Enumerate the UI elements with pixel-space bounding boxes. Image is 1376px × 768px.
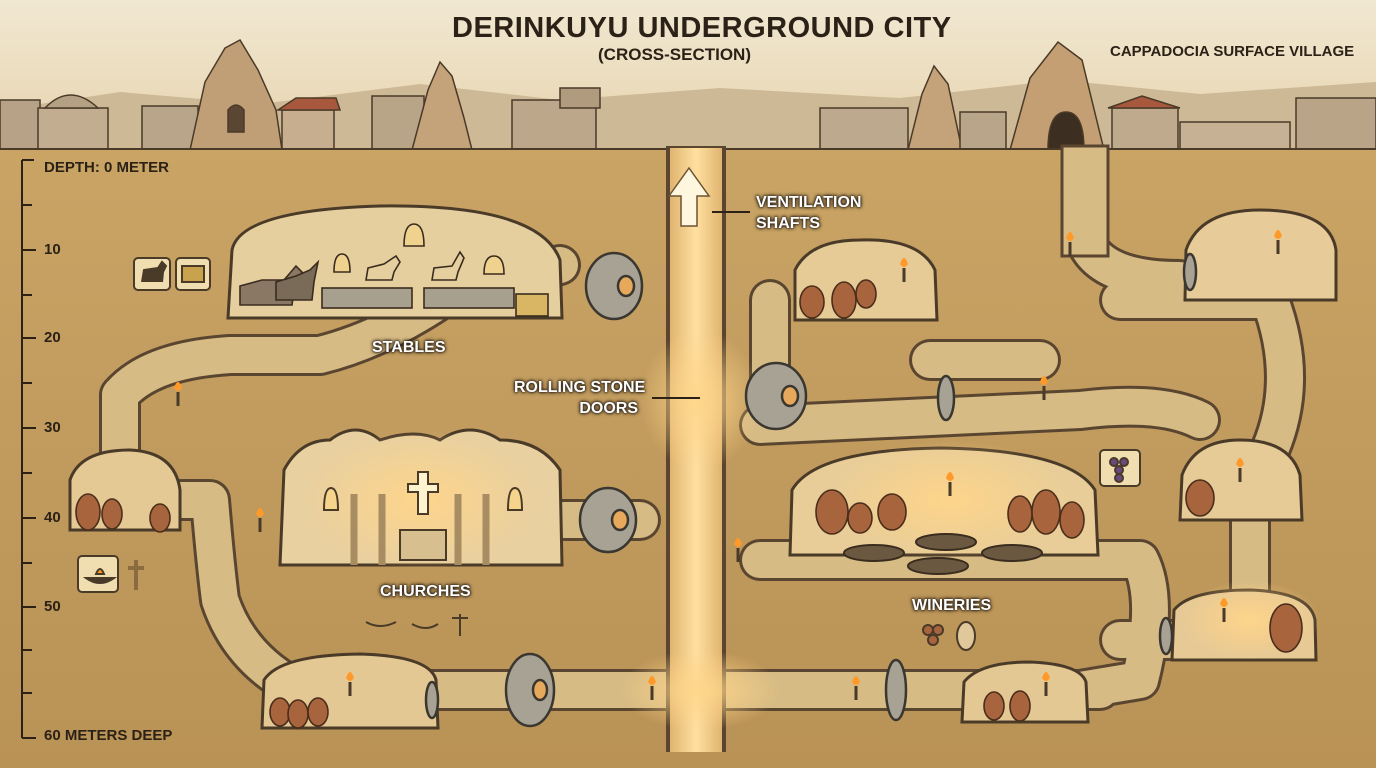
upper-right-chamber bbox=[1183, 208, 1338, 302]
rolling-stone-doors-line1: ROLLING STONE bbox=[514, 379, 646, 396]
rolling-stone-doors bbox=[424, 251, 1198, 728]
depth-top-label: DEPTH: 0 METER bbox=[44, 159, 170, 176]
depth-tick-10: 10 bbox=[44, 241, 61, 258]
rolling-stone-doors-label: ROLLING STONE DOORS bbox=[514, 378, 646, 420]
wineries-label: WINERIES bbox=[912, 597, 992, 614]
winery-amphora-icon bbox=[922, 621, 976, 651]
stables-label: STABLES bbox=[372, 339, 446, 356]
wine-pits bbox=[843, 533, 1043, 575]
hay-bale-icon bbox=[175, 257, 211, 291]
churches-label: CHURCHES bbox=[380, 583, 471, 600]
legend-icons bbox=[77, 257, 1141, 651]
surface-village bbox=[0, 39, 1376, 151]
depth-scale bbox=[21, 159, 36, 739]
rolling-stone-doors-line2: DOORS bbox=[579, 399, 638, 417]
depth-tick-50: 50 bbox=[44, 598, 61, 615]
oil-lamp-icon bbox=[77, 555, 119, 593]
callout-lines bbox=[652, 211, 750, 399]
cross-icon bbox=[128, 560, 144, 590]
ventilation-shafts-line2: SHAFTS bbox=[756, 214, 820, 232]
stable-contents bbox=[239, 223, 549, 317]
church-cross-icon bbox=[407, 471, 439, 515]
pottery-jars bbox=[75, 279, 1303, 729]
church-contents bbox=[322, 471, 524, 565]
ventilation-shafts-line1: VENTILATION bbox=[756, 194, 862, 211]
depth-tick-30: 30 bbox=[44, 419, 61, 436]
depth-bottom-label: 60 METERS DEEP bbox=[44, 727, 173, 744]
depth-tick-40: 40 bbox=[44, 509, 61, 526]
church-lamp-icons bbox=[365, 614, 468, 636]
torches bbox=[174, 230, 1282, 700]
diagram-subtitle: (CROSS-SECTION) bbox=[598, 45, 751, 64]
ventilation-shafts-label: VENTILATION SHAFTS bbox=[756, 193, 861, 235]
surface-village-label: CAPPADOCIA SURFACE VILLAGE bbox=[1110, 43, 1355, 60]
diagram-title: DERINKUYU UNDERGROUND CITY bbox=[452, 12, 952, 44]
donkey-icon bbox=[133, 257, 171, 291]
depth-tick-20: 20 bbox=[44, 329, 61, 346]
torch-glows bbox=[300, 330, 1320, 730]
grapes-icon bbox=[1099, 449, 1141, 487]
